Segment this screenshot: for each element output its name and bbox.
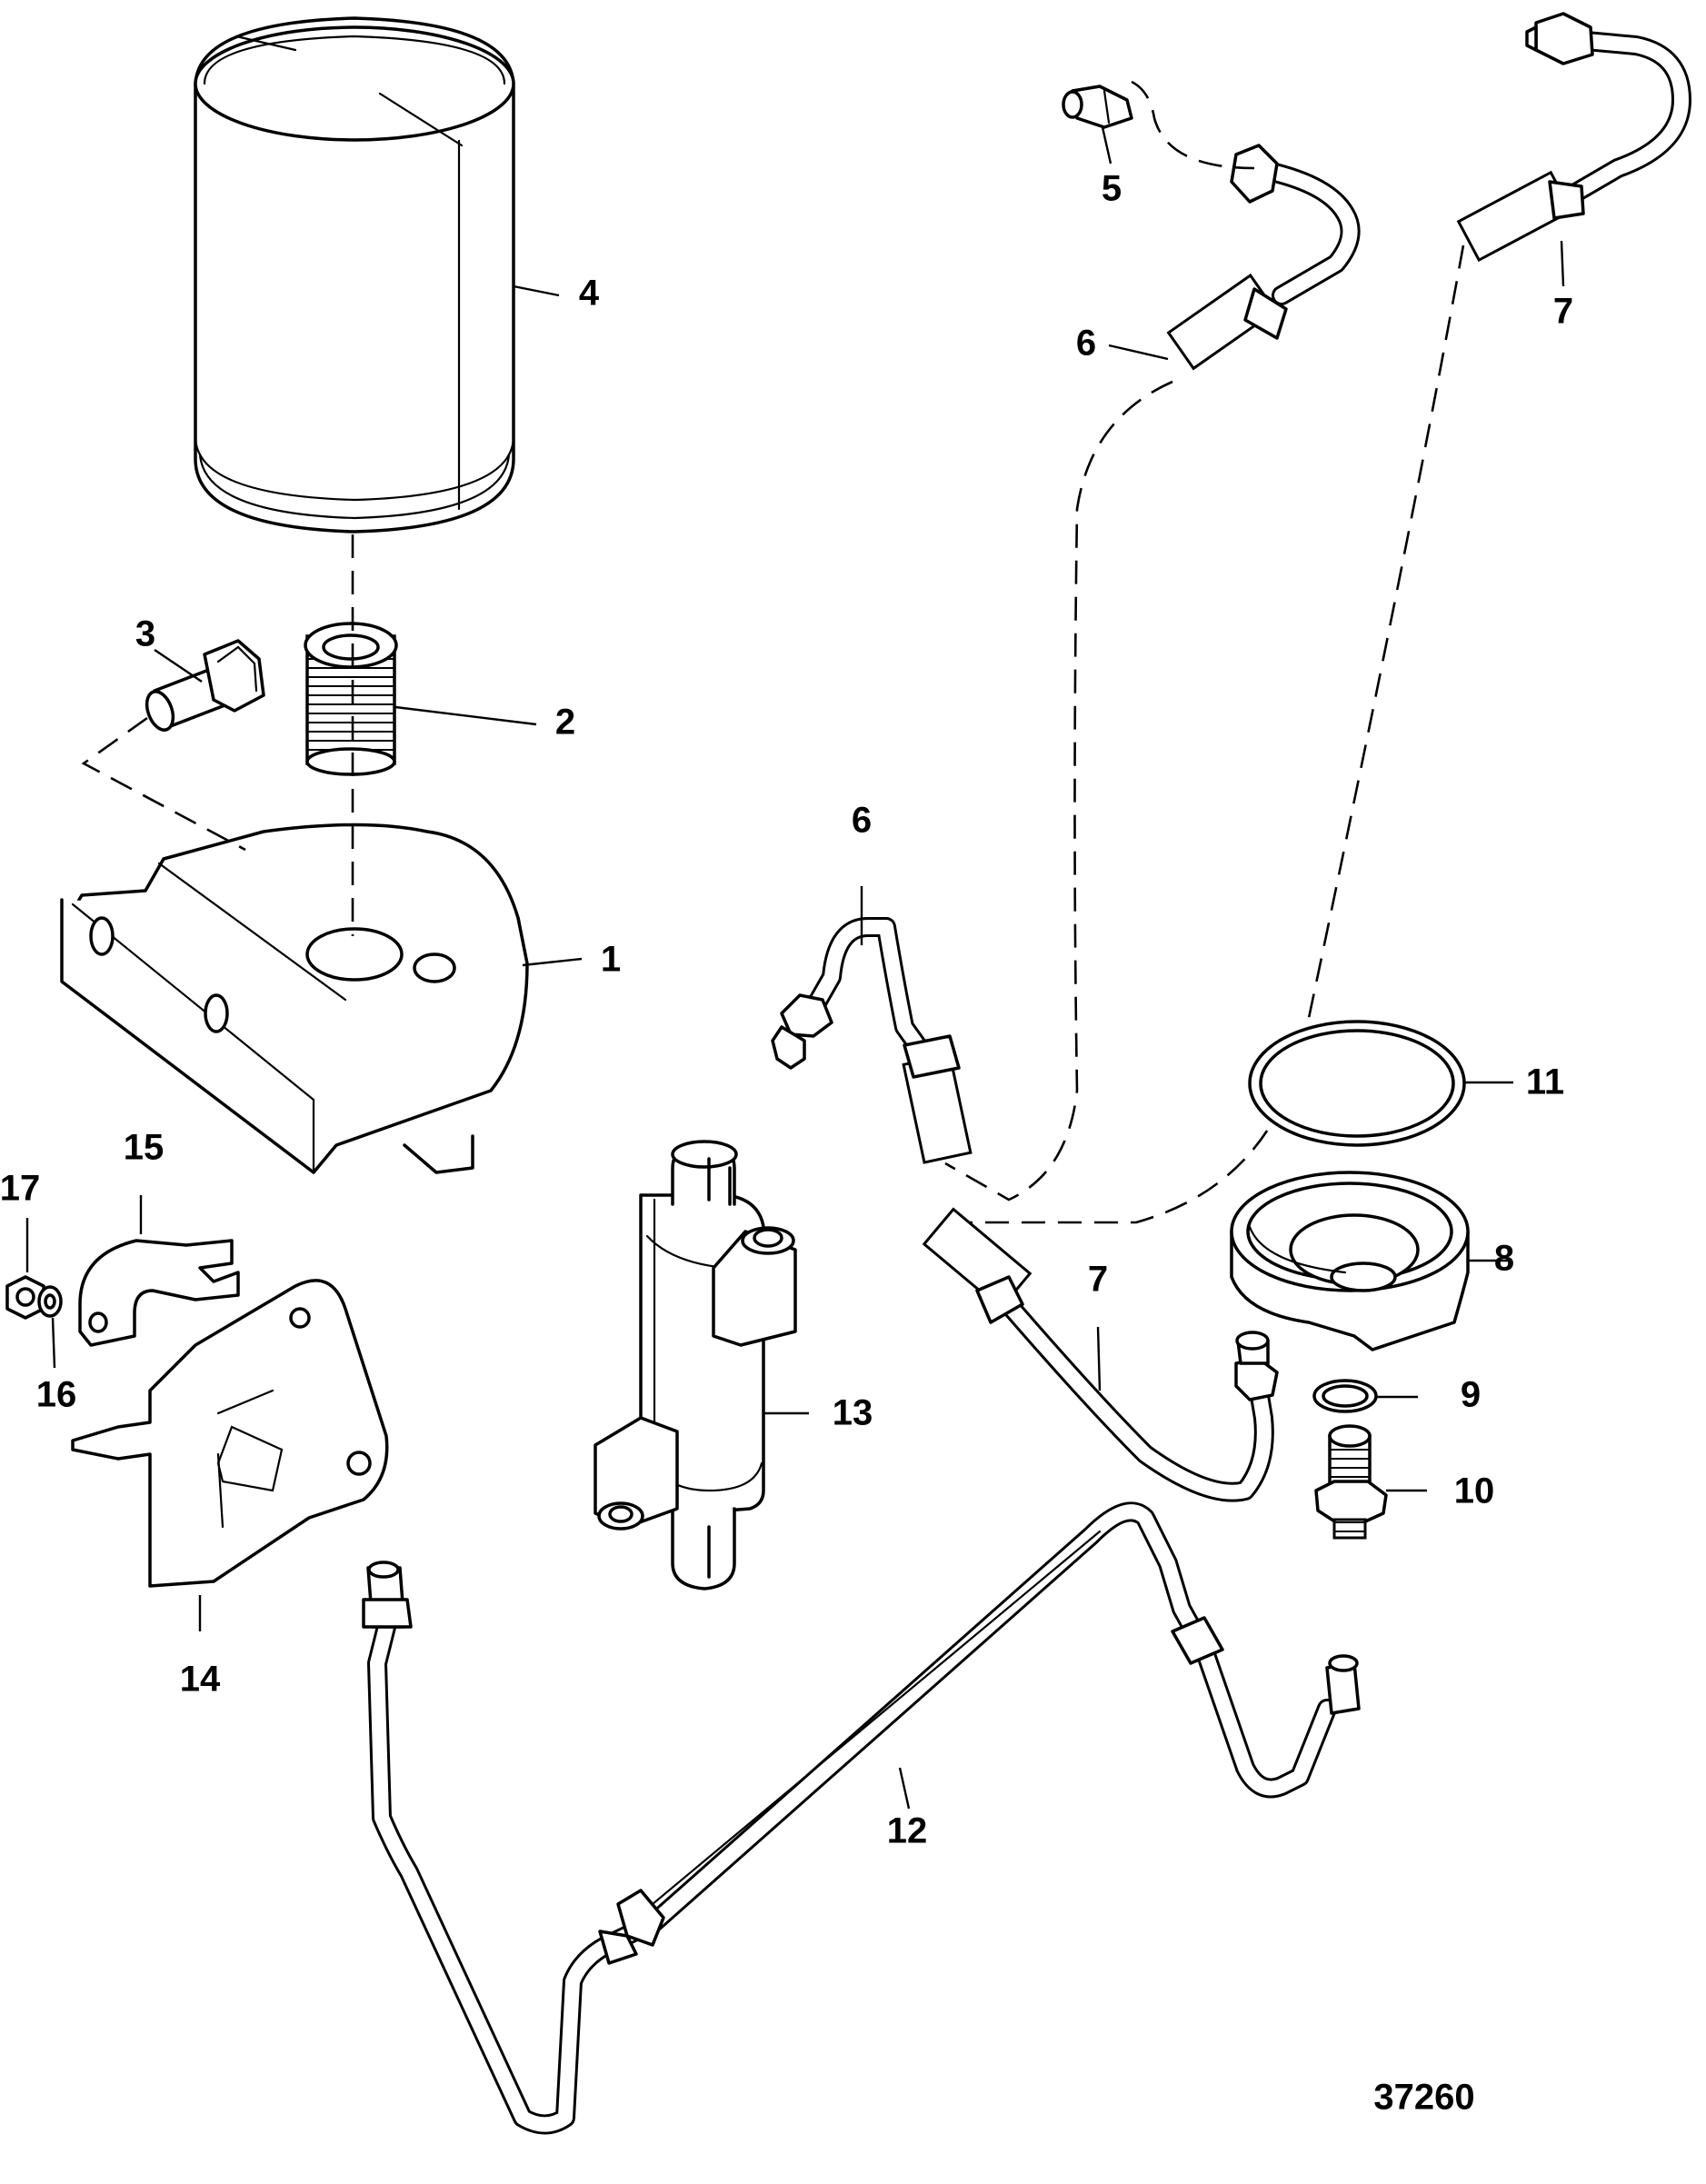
oil-cooler [594,1140,797,1591]
clamp-strap [78,1239,240,1347]
assembly-line-hose-6 [944,380,1173,1202]
callout-6-upper: 6 [1076,324,1096,364]
callout-11: 11 [1526,1062,1564,1102]
assembly-line-hose-7 [945,244,1465,1224]
filter-mounting-bracket [60,823,529,1174]
callout-16: 16 [36,1375,77,1415]
callout-6-lower: 6 [852,801,872,841]
oil-hose-lower-7 [922,1207,1279,1502]
callout-17: 17 [0,1169,40,1209]
callout-9: 9 [1461,1375,1481,1415]
callout-2: 2 [555,703,575,743]
callout-7-lower: 7 [1088,1260,1108,1300]
filter-adapter-housing [1230,1171,1470,1351]
threaded-adapter [304,622,398,776]
diagram-reference-number: 37260 [1373,2078,1474,2118]
fitting [1062,85,1133,129]
callout-3: 3 [135,614,155,654]
callout-10: 10 [1454,1471,1495,1511]
oil-hose-lower-6 [771,917,973,1164]
threaded-nipple [1314,1424,1388,1540]
leader-lines [25,126,1565,1810]
callout-15: 15 [124,1128,165,1168]
callout-12: 12 [887,1811,928,1851]
large-o-ring [1248,1020,1466,1147]
callout-4: 4 [579,274,600,314]
oil-filter [194,16,515,534]
oil-line-long [362,1501,1361,2135]
mounting-bracket-plate [71,1279,389,1588]
oil-hose-upper-6 [1166,144,1361,371]
callout-13: 13 [833,1393,873,1433]
assembly-line-fitting [1131,80,1255,170]
bolt-fitting [145,639,265,732]
washer [37,1285,63,1318]
callout-1: 1 [601,940,621,980]
assembly-line-bolt [81,716,246,852]
oil-hose-upper-7 [1456,12,1691,263]
callout-8: 8 [1494,1239,1514,1279]
callout-7-upper: 7 [1553,292,1573,332]
callout-5: 5 [1102,169,1122,209]
callout-14: 14 [180,1660,221,1700]
small-o-ring [1312,1379,1378,1413]
